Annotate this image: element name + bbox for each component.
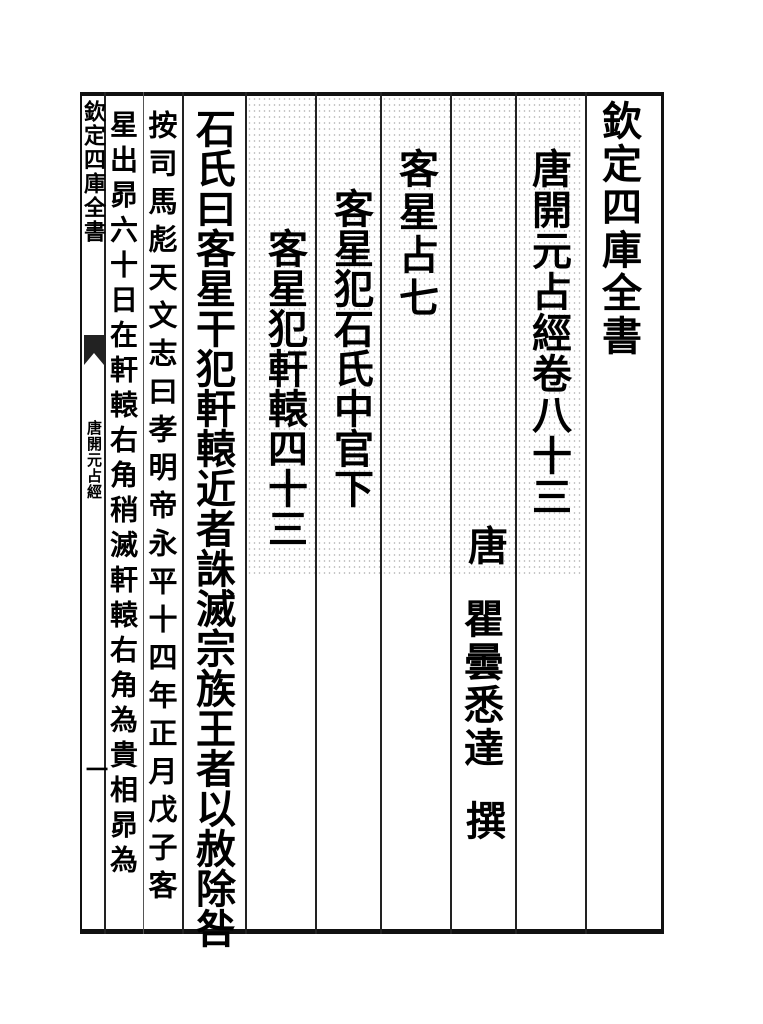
note-line-2: 星出昴六十日在軒轅右角稍滅軒轅右角為貴相昴為 xyxy=(106,110,139,880)
margin-collection-title: 欽定四庫全書 xyxy=(80,100,106,244)
section-heading: 客星犯軒轅四十三 xyxy=(261,228,308,548)
quote-text: 石氏曰客星干犯軒轅近者誅滅宗族王者以赦除咎 xyxy=(189,108,236,948)
page-number: 一 xyxy=(82,758,108,782)
column-rule xyxy=(515,92,517,934)
dynasty: 唐 xyxy=(461,525,508,568)
subchapter-title: 客星犯石氏中官下 xyxy=(327,188,374,508)
column-rule xyxy=(143,92,144,934)
column-rule xyxy=(104,92,106,934)
margin-fish-tail xyxy=(84,335,104,365)
page-frame xyxy=(80,92,664,934)
margin-book-title: 唐開元占經 xyxy=(85,420,103,500)
author-role: 撰 xyxy=(459,800,506,843)
author: 瞿曇悉達 xyxy=(457,598,504,770)
scan-noise xyxy=(247,96,582,576)
note-line-1: 按司馬彪天文志曰孝明帝永平十四年正月戊子客 xyxy=(144,110,178,908)
column-rule xyxy=(245,92,247,934)
column-rule xyxy=(585,92,587,934)
column-rule xyxy=(315,92,317,934)
column-rule xyxy=(380,92,382,934)
column-rule xyxy=(182,92,184,934)
volume-title: 唐開元占經卷八十三 xyxy=(525,148,572,517)
column-rule xyxy=(450,92,452,934)
collection-title: 欽定四庫全書 xyxy=(595,100,642,358)
chapter-title: 客星占七 xyxy=(392,148,439,320)
